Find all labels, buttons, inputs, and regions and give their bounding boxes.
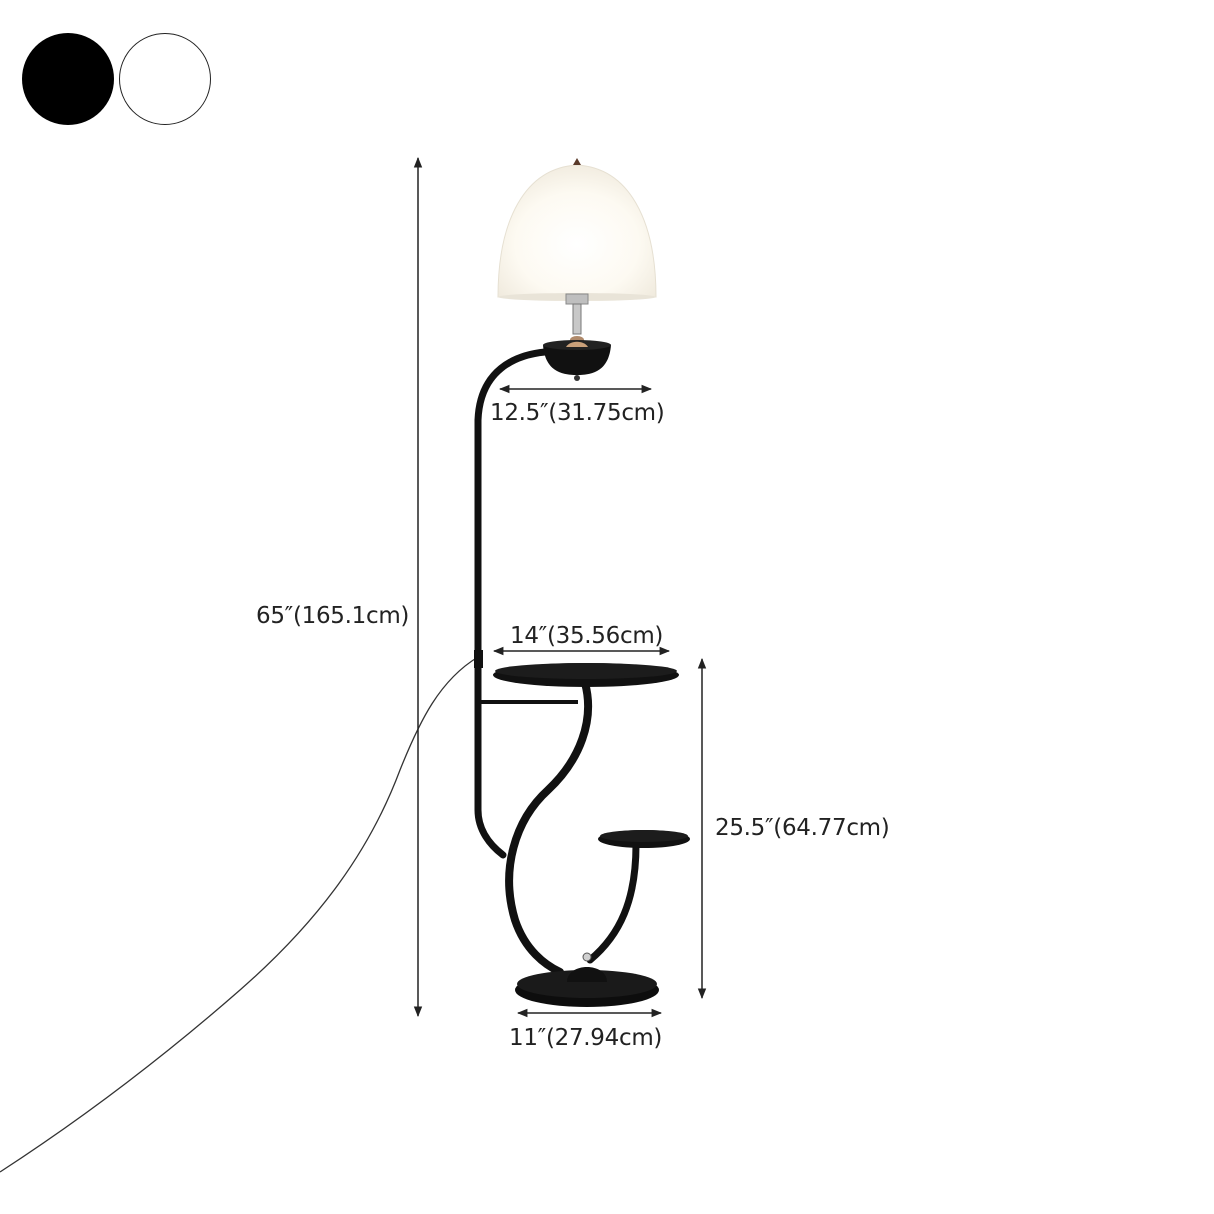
color-swatch-black[interactable] [22, 33, 114, 125]
lamp-shade [497, 158, 657, 301]
color-swatch-white[interactable] [119, 33, 211, 125]
lamp-socket [543, 293, 611, 381]
dimension-lines [413, 156, 707, 1018]
table-width-label: 14″(35.56cm) [510, 623, 664, 649]
shade-width-label: 12.5″(31.75cm) [490, 400, 665, 426]
power-cord [0, 656, 479, 1173]
base-width-label: 11″(27.94cm) [509, 1025, 663, 1051]
lamp-base [515, 952, 659, 1007]
lamp-pole [474, 348, 549, 859]
curved-stem [505, 679, 592, 976]
small-table-stem [586, 841, 640, 964]
overall-height-label: 65″(165.1cm) [256, 603, 410, 629]
table-height-label: 25.5″(64.77cm) [715, 815, 890, 841]
